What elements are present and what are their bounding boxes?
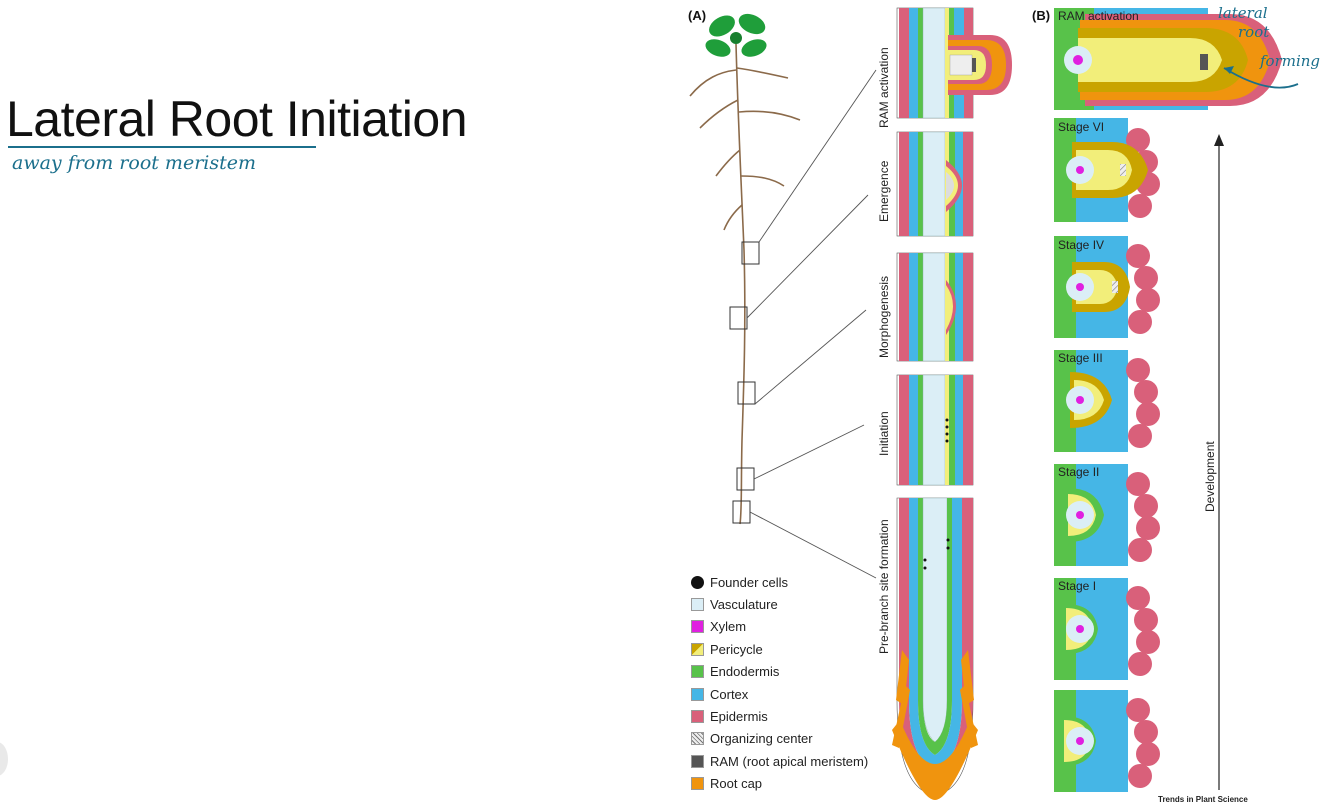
legend-label: Endodermis xyxy=(710,664,780,680)
label-stage-i: Stage I xyxy=(1058,579,1096,593)
legend-item: Pericycle xyxy=(691,638,868,660)
legend-item: Root cap xyxy=(691,773,868,795)
panel-a-ram-activation: RAM activation xyxy=(877,7,1012,128)
development-label: Development xyxy=(1203,441,1217,512)
legend-label: Root cap xyxy=(710,776,763,792)
panel-a-morphogenesis: Morphogenesis xyxy=(877,252,974,362)
legend-label: Organizing center xyxy=(710,731,813,747)
panel-b: RAM activation Stage VI xyxy=(1054,4,1320,792)
legend-swatch xyxy=(691,575,704,589)
panel-a-initiation: Initiation xyxy=(877,374,974,486)
legend-item: Xylem xyxy=(691,616,868,638)
legend-swatch xyxy=(691,642,704,656)
legend-label: Pericycle xyxy=(710,641,763,657)
development-arrow: Development xyxy=(1203,134,1224,790)
connector-lines xyxy=(746,69,877,579)
annotation-text-line: lateral xyxy=(1218,4,1268,22)
title-underline xyxy=(8,146,316,148)
legend-swatch xyxy=(691,754,704,768)
legend-item: Epidermis xyxy=(691,705,868,727)
label-stage-ii: Stage II xyxy=(1058,465,1099,479)
legend-item: Cortex xyxy=(691,683,868,705)
panel-b-stage-iii: Stage III xyxy=(1054,350,1160,452)
panel-b-stage-ii: Stage II xyxy=(1054,464,1160,566)
handwritten-annotation: lateral root forming xyxy=(1218,4,1320,89)
handwritten-subtitle: away from root meristem xyxy=(12,152,257,174)
legend-swatch xyxy=(691,777,704,791)
label-morphogenesis: Morphogenesis xyxy=(877,276,891,358)
panel-b-stage-iv: Stage IV xyxy=(1054,236,1160,338)
panel-b-stage-i: Stage I xyxy=(1054,578,1160,680)
legend-item: RAM (root apical meristem) xyxy=(691,750,868,772)
label-ram-activation-a: RAM activation xyxy=(877,47,891,128)
seedling-root xyxy=(689,43,801,525)
label-stage-vi: Stage VI xyxy=(1058,120,1104,134)
legend-label: RAM (root apical meristem) xyxy=(710,753,869,769)
annotation-text-line: root xyxy=(1238,23,1270,41)
figure-credit: Trends in Plant Science xyxy=(1158,795,1248,804)
edge-decoration xyxy=(0,742,8,776)
label-emergence: Emergence xyxy=(877,160,891,222)
label-pre-branch: Pre-branch site formation xyxy=(877,519,891,654)
legend-label: Xylem xyxy=(710,619,747,635)
legend-swatch xyxy=(691,665,704,679)
annotation-text-line: forming xyxy=(1259,52,1320,70)
legend-swatch xyxy=(691,687,704,701)
legend-swatch xyxy=(691,620,704,634)
panel-a-emergence: Emergence xyxy=(877,131,974,237)
legend-label: Vasculature xyxy=(710,597,778,613)
panel-b-stage-vi: Stage VI xyxy=(1054,118,1160,222)
slide-title: Lateral Root Initiation xyxy=(6,91,468,147)
legend-item: Vasculature xyxy=(691,593,868,615)
annotation-text: lateral root forming xyxy=(1218,4,1320,70)
label-initiation: Initiation xyxy=(877,411,891,456)
legend-swatch xyxy=(691,598,704,612)
legend-item: Founder cells xyxy=(691,571,868,593)
legend-swatch xyxy=(691,710,704,724)
annotation-arrow xyxy=(1223,67,1299,89)
seedling-illustration xyxy=(689,13,877,579)
legend-label: Cortex xyxy=(710,686,749,702)
panel-a-root-tip: Pre-branch site formation xyxy=(877,497,978,800)
label-stage-iii: Stage III xyxy=(1058,351,1103,365)
panel-a-label: (A) xyxy=(688,8,706,23)
legend-item: Endodermis xyxy=(691,661,868,683)
legend-label: Epidermis xyxy=(710,709,768,725)
seedling-leaves xyxy=(705,13,767,57)
label-ram-activation-b: RAM activation xyxy=(1058,9,1139,23)
panel-b-ram-activation: RAM activation xyxy=(1054,8,1282,110)
legend-swatch xyxy=(691,732,704,746)
panel-b-stage-0 xyxy=(1054,690,1160,792)
legend-item: Organizing center xyxy=(691,728,868,750)
label-stage-iv: Stage IV xyxy=(1058,238,1104,252)
legend-label: Founder cells xyxy=(710,574,789,590)
panel-b-label: (B) xyxy=(1032,8,1050,23)
